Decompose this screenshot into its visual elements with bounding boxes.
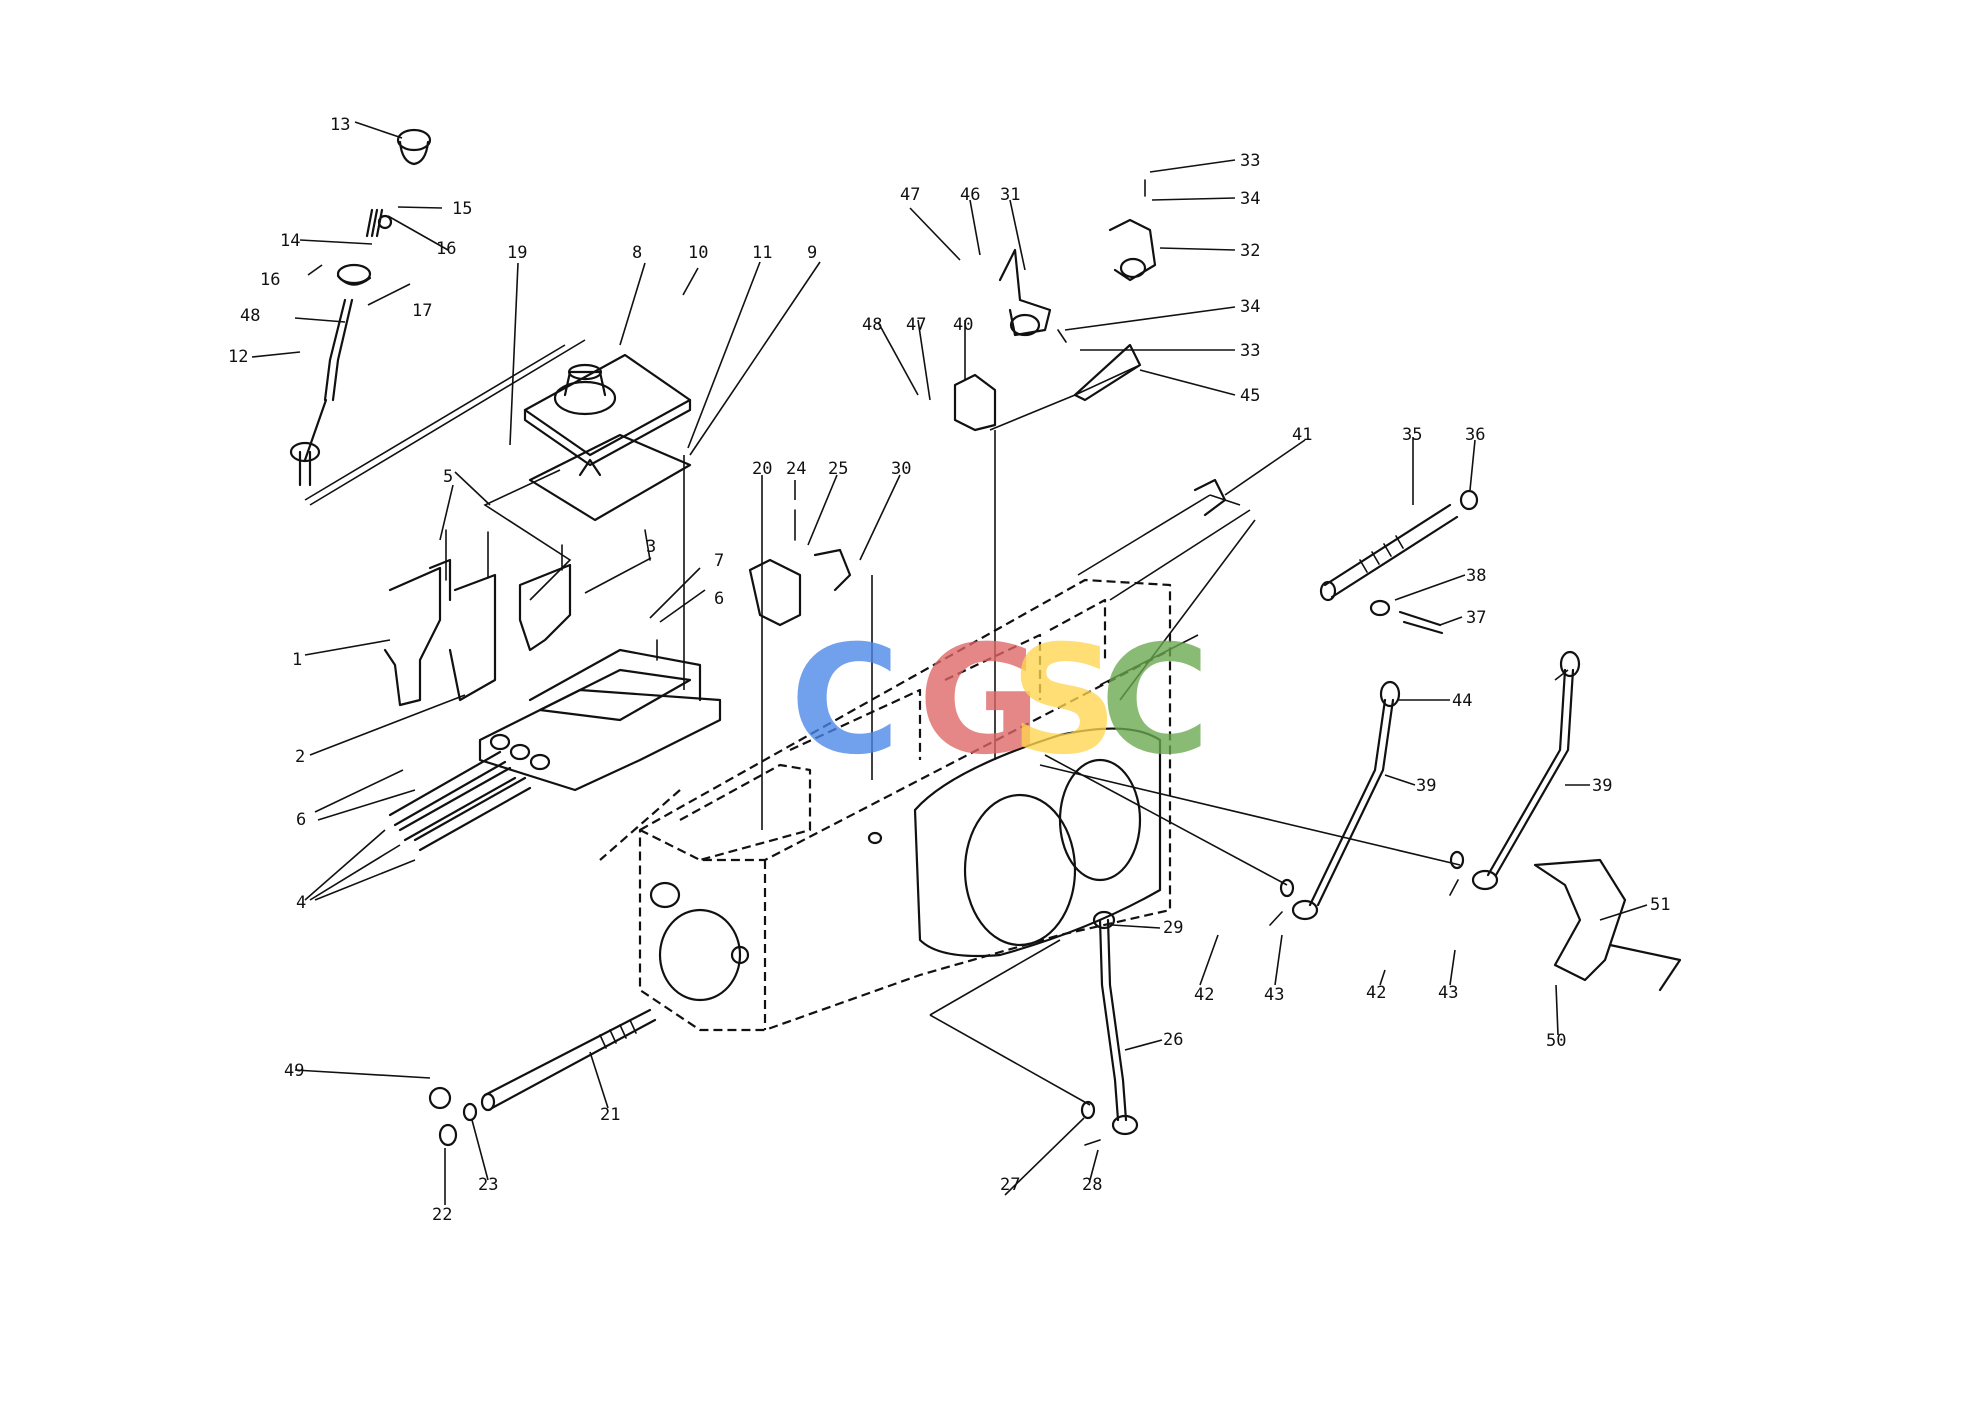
watermark-letter-c1: C — [790, 614, 900, 788]
part-label-48b: 48 — [862, 315, 882, 335]
part-label-1: 1 — [292, 650, 302, 670]
selector-parts-right — [953, 179, 1157, 432]
part-label-6a: 6 — [296, 810, 306, 830]
part-label-30: 30 — [891, 459, 911, 479]
part-label-51: 51 — [1650, 895, 1670, 915]
gear-lever-assembly — [289, 128, 432, 487]
part-label-39b: 39 — [1592, 776, 1612, 796]
part-label-2: 2 — [295, 747, 305, 767]
part-label-39a: 39 — [1416, 776, 1436, 796]
part-label-33b: 33 — [1240, 341, 1260, 361]
part-label-43a: 43 — [1264, 985, 1284, 1005]
part-label-5: 5 — [443, 467, 453, 487]
part-label-16b: 16 — [436, 239, 456, 259]
selector-housing — [478, 648, 722, 792]
part-label-33a: 33 — [1240, 151, 1260, 171]
part-label-23: 23 — [478, 1175, 498, 1195]
shift-rails — [388, 750, 532, 852]
watermark-letter-g: G — [918, 614, 1041, 788]
part-label-16a: 16 — [260, 270, 280, 290]
part-label-6b: 6 — [714, 589, 724, 609]
part-label-46: 46 — [960, 185, 980, 205]
part-label-9: 9 — [807, 243, 817, 263]
part-label-26: 26 — [1163, 1030, 1183, 1050]
watermark: C G S C — [790, 614, 1210, 788]
part-label-31: 31 — [1000, 185, 1020, 205]
leader-lines — [251, 121, 1648, 1205]
part-label-44: 44 — [1452, 691, 1472, 711]
part-label-40: 40 — [953, 315, 973, 335]
part-label-8: 8 — [632, 243, 642, 263]
part-label-19: 19 — [507, 243, 527, 263]
part-label-28: 28 — [1082, 1175, 1102, 1195]
watermark-letter-s: S — [1010, 614, 1118, 788]
part-number-labels: 13 15 14 16 16 17 48 12 19 8 10 11 9 5 3… — [228, 115, 1670, 1225]
part-label-10: 10 — [688, 243, 708, 263]
part-label-14: 14 — [280, 231, 300, 251]
part-label-3: 3 — [646, 537, 656, 557]
part-label-37: 37 — [1466, 608, 1486, 628]
part-label-25: 25 — [828, 459, 848, 479]
part-label-48a: 48 — [240, 306, 260, 326]
shifter-forks — [383, 529, 572, 707]
part-label-7: 7 — [714, 551, 724, 571]
part-label-42b: 42 — [1366, 983, 1386, 1003]
part-label-41: 41 — [1292, 425, 1312, 445]
part-label-12: 12 — [228, 347, 248, 367]
part-label-36: 36 — [1465, 425, 1485, 445]
part-label-15: 15 — [452, 199, 472, 219]
transmission-housing — [599, 578, 1172, 1032]
part-label-35: 35 — [1402, 425, 1422, 445]
part-label-27: 27 — [1000, 1175, 1020, 1195]
output-shaft — [1319, 489, 1479, 602]
part-label-50: 50 — [1546, 1031, 1566, 1051]
part-label-13: 13 — [330, 115, 350, 135]
part-label-43b: 43 — [1438, 983, 1458, 1003]
part-label-29: 29 — [1163, 918, 1183, 938]
lever-rods — [1092, 650, 1581, 1136]
part-label-4: 4 — [296, 893, 306, 913]
part-label-47b: 47 — [906, 315, 926, 335]
part-label-20: 20 — [752, 459, 772, 479]
part-label-45: 45 — [1240, 386, 1260, 406]
part-label-42a: 42 — [1194, 985, 1214, 1005]
part-label-21: 21 — [600, 1105, 620, 1125]
part-label-11: 11 — [752, 243, 772, 263]
top-cover-assembly — [523, 353, 692, 522]
part-label-34a: 34 — [1240, 189, 1260, 209]
input-shaft — [480, 1008, 657, 1112]
part-label-49: 49 — [284, 1061, 304, 1081]
part-label-24: 24 — [786, 459, 806, 479]
washers-and-pins — [428, 599, 1465, 1147]
part-label-38: 38 — [1466, 566, 1486, 586]
part-label-17: 17 — [412, 301, 432, 321]
watermark-letter-c2: C — [1100, 614, 1210, 788]
part-label-34b: 34 — [1240, 297, 1260, 317]
part-label-32: 32 — [1240, 241, 1260, 261]
small-parts — [644, 478, 1682, 992]
part-label-47a: 47 — [900, 185, 920, 205]
part-label-22: 22 — [432, 1205, 452, 1225]
